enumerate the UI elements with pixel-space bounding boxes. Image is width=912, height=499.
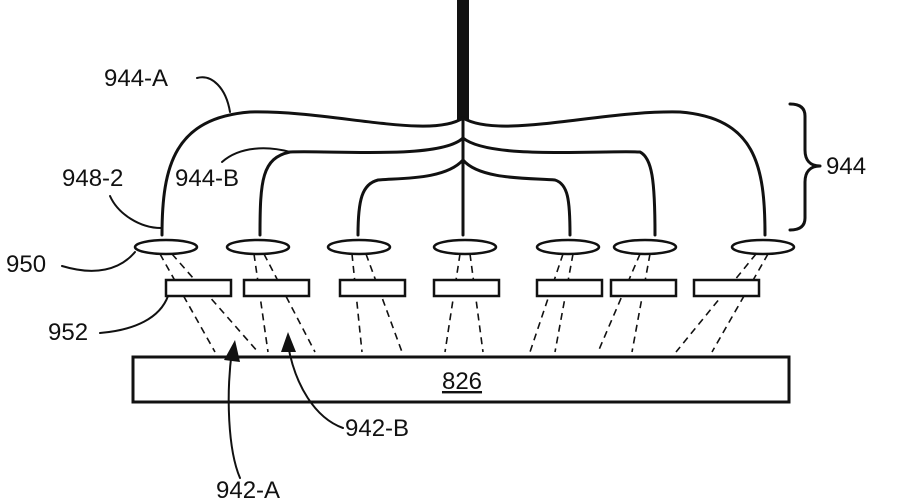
lens <box>328 240 390 254</box>
fiber-end-label: 948-2 <box>62 165 123 192</box>
lens <box>732 240 794 254</box>
block-row-leader <box>100 296 168 333</box>
bundle-a-leader <box>197 77 230 112</box>
fiber-trunk <box>457 0 469 120</box>
bundle-group-label: 944 <box>826 153 866 180</box>
block <box>694 280 759 296</box>
beam-a-label: 942-A <box>216 477 280 499</box>
beam-a-arrowhead <box>224 340 240 362</box>
beam-rays <box>160 254 768 352</box>
lens <box>537 240 599 254</box>
block <box>434 280 499 296</box>
bundle-bracket <box>790 104 820 230</box>
lens <box>434 240 496 254</box>
fiber-end-leader <box>110 196 161 228</box>
block <box>244 280 309 296</box>
block-row-label: 952 <box>48 319 88 346</box>
lens-row-leader <box>62 252 135 271</box>
block <box>537 280 602 296</box>
fiber-inner-left <box>358 160 463 235</box>
lens <box>227 240 289 254</box>
bundle-a-label: 944-A <box>104 65 168 92</box>
lens-row-label: 950 <box>6 251 46 278</box>
block <box>166 280 231 296</box>
fiber-inner-right <box>463 160 570 235</box>
block <box>611 280 676 296</box>
bundle-b-label: 944-B <box>175 165 239 192</box>
wafer-label: 826 <box>442 368 482 395</box>
lens <box>135 240 197 254</box>
fiber-944-a-right <box>463 112 765 235</box>
beam-b-arrowhead <box>281 332 296 352</box>
beam-b-label: 942-B <box>345 415 409 442</box>
block <box>340 280 405 296</box>
lens <box>614 240 676 254</box>
fiber-944-b-right <box>463 138 655 235</box>
